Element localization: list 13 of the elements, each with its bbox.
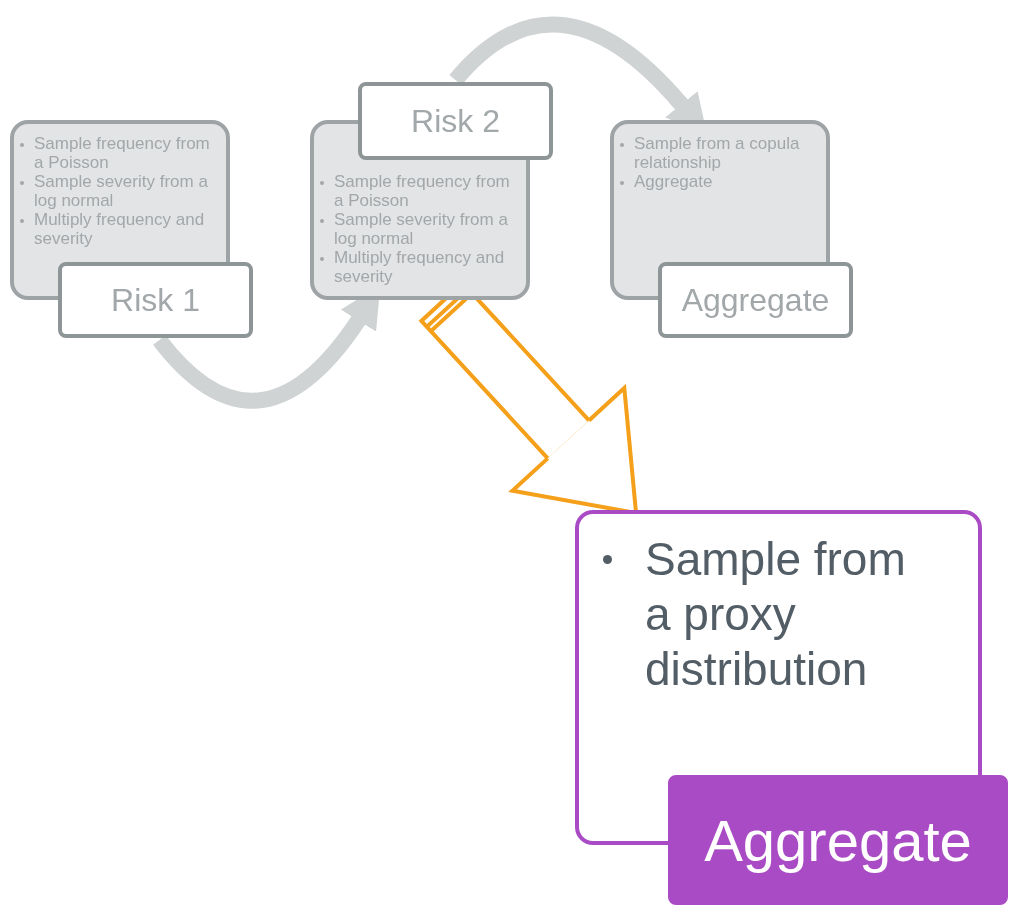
stage-title: Risk 2 [358, 82, 553, 160]
stage-title: Aggregate [658, 262, 853, 338]
bullet-text: Sample severity from a log normal [334, 210, 509, 249]
bullet-text: Sample from a proxy distribution [645, 532, 907, 698]
bullet-text: Sample frequency from a Poisson [334, 172, 511, 211]
stage-title: Aggregate [668, 775, 1008, 905]
stage-title: Risk 1 [58, 262, 253, 338]
bullet-text: Multiply frequency and severity [34, 210, 206, 249]
bullet-text: Sample from a copula relationship [634, 134, 801, 173]
bullet-text: Multiply frequency and severity [334, 248, 506, 287]
bullet-text: Aggregate [634, 172, 713, 192]
bullet-text: Sample severity from a log normal [34, 172, 209, 211]
bullet-text: Sample frequency from a Poisson [34, 134, 211, 173]
